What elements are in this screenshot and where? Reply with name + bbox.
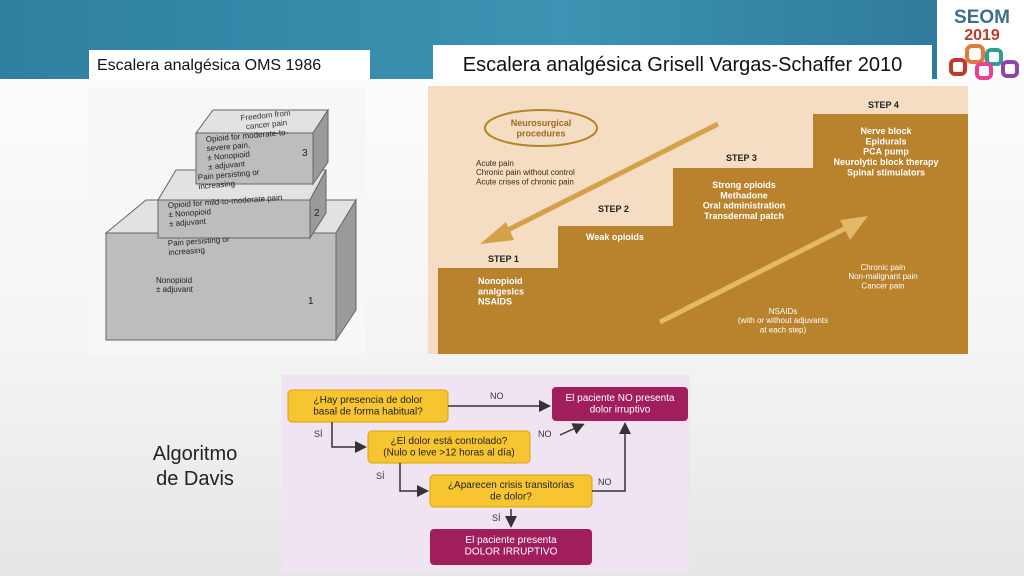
- question2-text: ¿El dolor está controlado?(Nulo o leve >…: [383, 436, 514, 459]
- davis-label: Algoritmo de Davis: [130, 442, 260, 492]
- step2-title: STEP 2: [598, 204, 629, 214]
- oms-ladder-panel: Freedom fromcancer pain Opioid for moder…: [88, 88, 366, 353]
- logo-line2: 2019: [964, 27, 1000, 44]
- step3-title: STEP 3: [726, 153, 757, 163]
- outcome-yes-box: [430, 529, 592, 565]
- si1-label: SÍ: [314, 429, 323, 439]
- si2-label: SÍ: [376, 471, 385, 481]
- question2-box: [367, 430, 531, 464]
- davis-label-line2: de Davis: [156, 468, 234, 490]
- oms-top-text: Freedom fromcancer pain: [240, 108, 292, 131]
- oms-step2-number: 2: [314, 208, 320, 219]
- no1-label: NO: [490, 391, 504, 401]
- oms-step1-text: Nonopioid± adjuvant: [156, 276, 194, 294]
- seom-logo: SEOM 2019: [937, 0, 1024, 80]
- oms-persist1-text: Pain persisting orincreasing: [168, 235, 231, 257]
- neurosurgical-ellipse: [484, 109, 598, 147]
- si3-label: SÍ: [492, 513, 501, 523]
- grisell-title: Escalera analgésica Grisell Vargas-Schaf…: [433, 45, 932, 82]
- no2-label: NO: [538, 429, 552, 439]
- step2-text: Weak opioids: [586, 232, 644, 242]
- logo-line1: SEOM: [954, 7, 1010, 28]
- step1-title: STEP 1: [488, 254, 519, 264]
- oms-step3-number: 3: [302, 148, 308, 159]
- outcome-no-box: [552, 387, 688, 421]
- step4-title: STEP 4: [868, 100, 899, 110]
- oms-title: Escalera analgésica OMS 1986: [89, 50, 370, 80]
- oms-step1-number: 1: [308, 296, 314, 307]
- davis-label-line1: Algoritmo: [152, 443, 238, 465]
- no3-label: NO: [598, 477, 612, 487]
